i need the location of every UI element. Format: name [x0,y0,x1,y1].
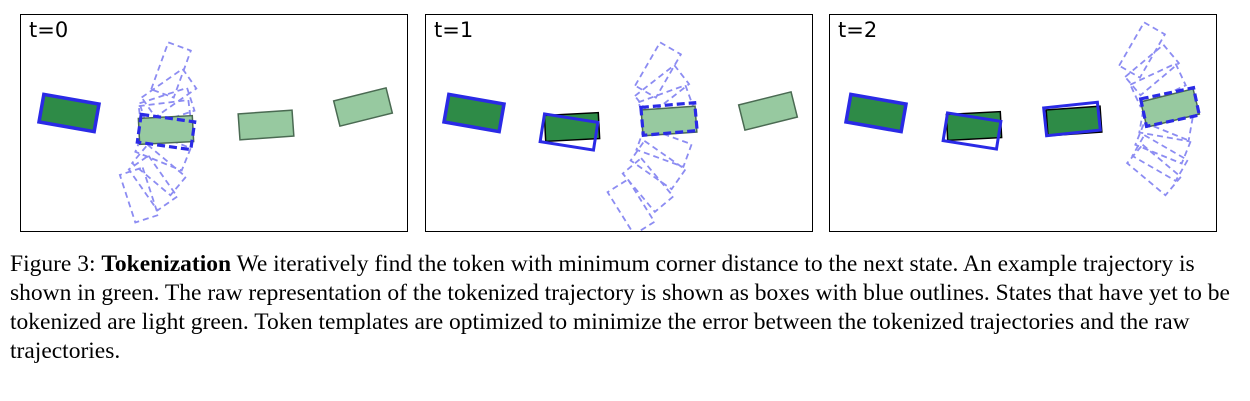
tokenized-state [441,92,507,134]
figure-caption: Figure 3: Tokenization We iteratively fi… [10,250,1242,366]
tokenized-state [843,92,909,134]
template-box [621,156,675,214]
raw-token-box [538,112,600,152]
panel-t1-canvas [441,41,799,231]
panel-t0: t=0 [20,14,408,232]
time-label: t=2 [838,18,878,42]
pending-state [332,86,394,128]
template-box [118,166,160,224]
template-box [1125,143,1183,197]
time-label: t=0 [29,18,69,42]
raw-token-box [941,111,1003,151]
template-box [130,143,188,197]
panel-t2: t=2 [829,14,1217,232]
pending-state [137,114,195,146]
caption-title: Tokenization [101,251,232,277]
panel-t2-canvas [843,21,1202,197]
raw-token-box [1042,100,1102,138]
time-label: t=1 [434,18,474,42]
pending-state [237,109,295,141]
panel-t0-canvas [36,41,394,224]
template-box [1131,133,1189,183]
template-box [633,63,691,117]
pending-state [737,90,799,132]
template-box [150,41,192,99]
caption-prefix: Figure 3: [10,251,96,277]
template-box [606,178,656,231]
tokenized-state [36,92,102,134]
token-templates-t1 [606,41,695,231]
template-box [1123,43,1181,97]
template-box [633,41,683,99]
template-box [127,154,179,212]
caption-text: We iteratively find the token with minim… [10,251,1230,364]
panel-t1: t=1 [425,14,813,232]
template-box [629,139,687,191]
